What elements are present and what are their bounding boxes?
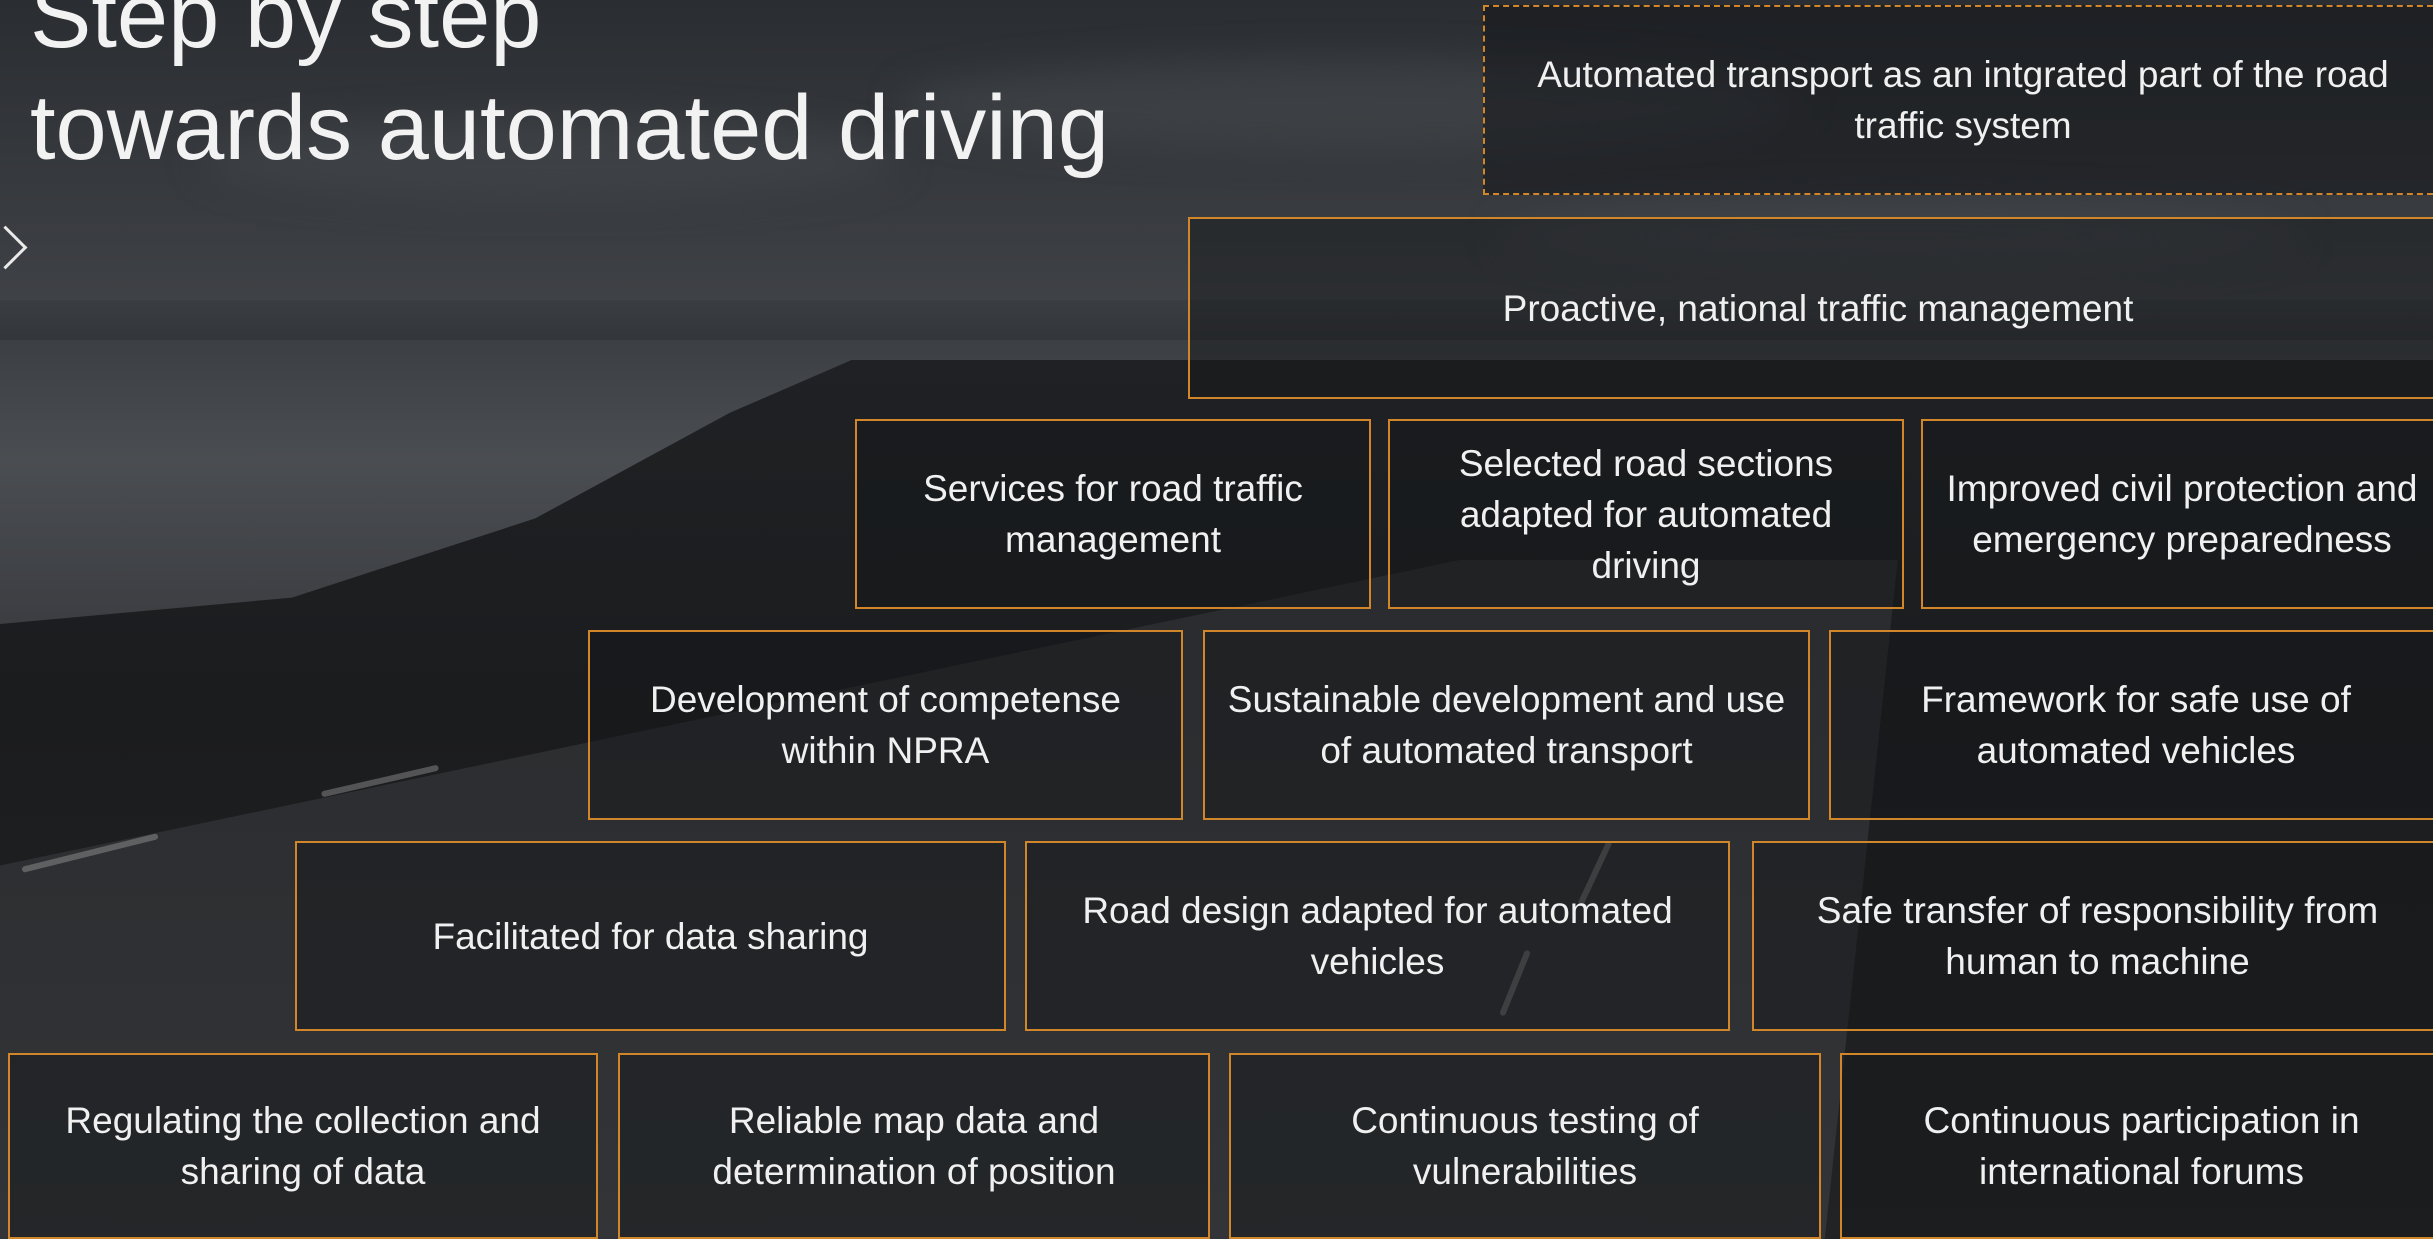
level3-text: Development of competense within NPRA <box>650 679 1121 771</box>
level1-text: Proactive, national traffic management <box>1502 287 2134 329</box>
level2-text: Improved civil protection and emergency … <box>1946 468 2418 560</box>
level4-text: Road design adapted for automated vehicl… <box>1082 890 1673 982</box>
level2-text: Selected road sections adapted for autom… <box>1458 442 1834 586</box>
level4-text: Safe transfer of responsibility from hum… <box>1816 890 2379 982</box>
level2-text: Services for road traffic management <box>923 468 1303 560</box>
level2-box: Selected road sections adapted for autom… <box>1388 419 1904 609</box>
title-line-1: Step by step <box>30 0 542 67</box>
level4-box: Facilitated for data sharing <box>295 841 1006 1031</box>
goal-text: Automated transport as an intgrated part… <box>1537 54 2389 146</box>
level5-box: Continuous testing of vulnerabilities <box>1229 1053 1821 1239</box>
background-cloud <box>1500 200 2300 270</box>
level3-text: Sustainable development and use of autom… <box>1227 679 1786 771</box>
level1-box: Proactive, national traffic management <box>1188 217 2433 399</box>
level4-box: Safe transfer of responsibility from hum… <box>1752 841 2433 1031</box>
level5-text: Regulating the collection and sharing of… <box>65 1100 541 1192</box>
level3-box: Framework for safe use of automated vehi… <box>1829 630 2433 820</box>
level3-box: Development of competense within NPRA <box>588 630 1183 820</box>
level5-box: Reliable map data and determination of p… <box>618 1053 1210 1239</box>
level4-text: Facilitated for data sharing <box>432 915 869 957</box>
level5-text: Continuous participation in internationa… <box>1923 1100 2360 1192</box>
goal-box: Automated transport as an intgrated part… <box>1483 5 2433 195</box>
level4-box: Road design adapted for automated vehicl… <box>1025 841 1730 1031</box>
level3-text: Framework for safe use of automated vehi… <box>1921 679 2351 771</box>
level2-box: Improved civil protection and emergency … <box>1921 419 2433 609</box>
level3-box: Sustainable development and use of autom… <box>1203 630 1810 820</box>
level2-box: Services for road traffic management <box>855 419 1371 609</box>
level5-box: Continuous participation in internationa… <box>1840 1053 2433 1239</box>
slide-title: Step by step towards automated driving <box>30 0 1109 184</box>
background-cloud <box>200 120 900 200</box>
level5-text: Continuous testing of vulnerabilities <box>1351 1100 1699 1192</box>
level5-text: Reliable map data and determination of p… <box>712 1100 1116 1192</box>
title-line-2: towards automated driving <box>30 77 1110 179</box>
level5-box: Regulating the collection and sharing of… <box>8 1053 598 1239</box>
